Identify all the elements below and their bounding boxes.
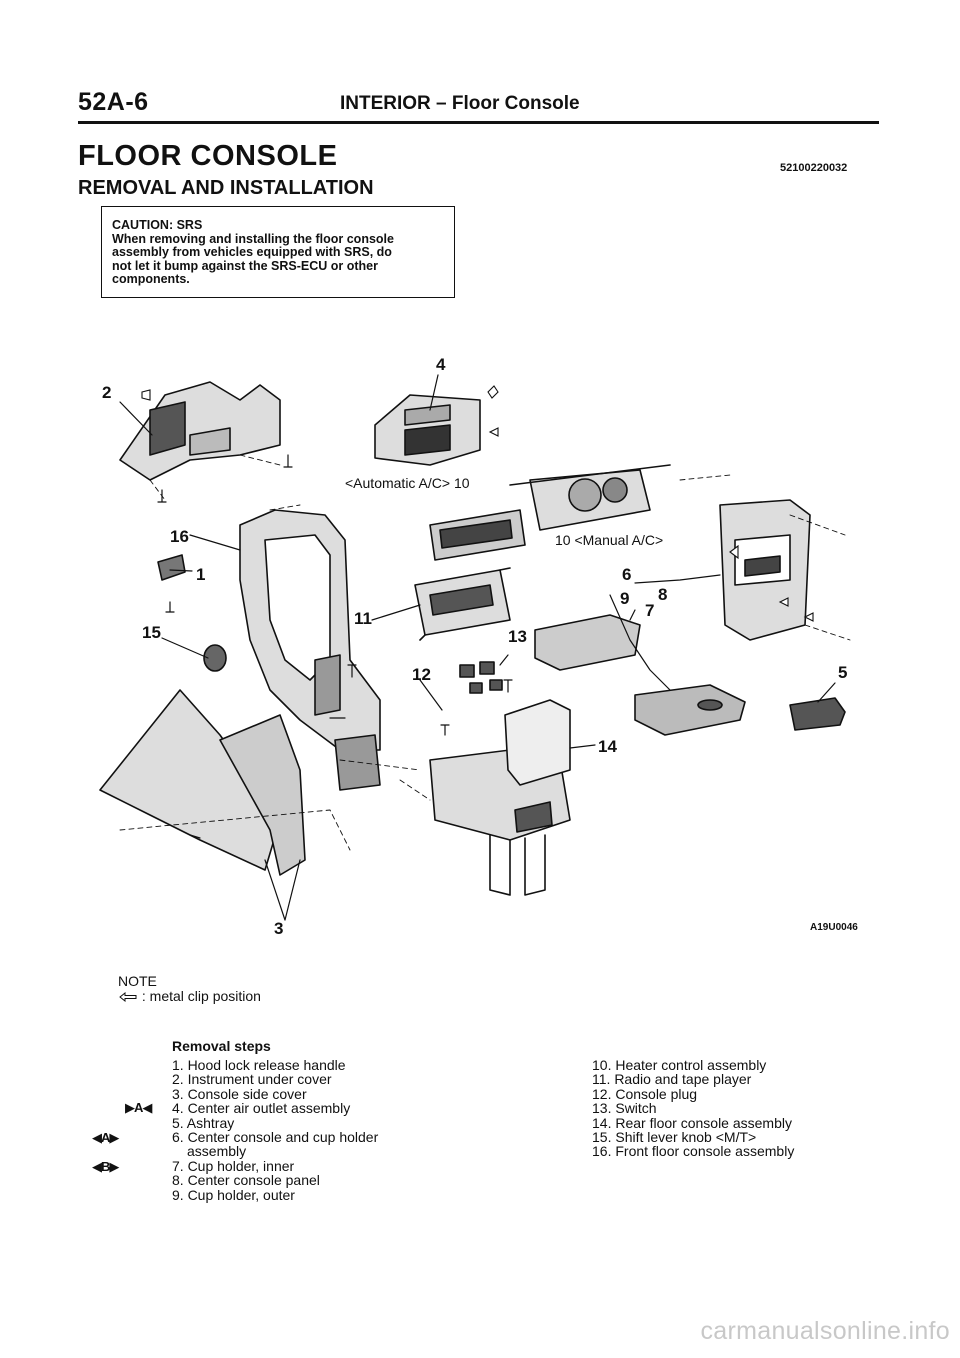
callout-13: 13: [508, 627, 527, 646]
callout-14: 14: [598, 737, 617, 756]
list-item: 7. Cup holder, inner: [172, 1157, 295, 1174]
cup-holder-inner-part: [634, 684, 746, 736]
heater-control-part: [429, 464, 671, 561]
note-heading: NOTE: [118, 973, 157, 989]
caution-box: CAUTION: SRS When removing and installin…: [101, 206, 455, 298]
front-floor-console-part: [239, 509, 381, 751]
caution-line: assembly from vehicles equipped with SRS…: [112, 245, 392, 260]
exploded-view-diagram: 2 4 <Automatic A/C> 10 10 <Manual A/C> 1…: [99, 355, 851, 938]
callout-11: 11: [354, 609, 372, 628]
callout-10-automatic: <Automatic A/C> 10: [345, 475, 470, 491]
note-legend: : metal clip position: [118, 988, 261, 1004]
hood-release-handle-part: [157, 554, 186, 581]
callout-7: 7: [645, 601, 654, 620]
cup-holder-outer-part: [534, 614, 641, 671]
removal-steps-heading: Removal steps: [172, 1038, 271, 1054]
caution-line: not let it bump against the SRS-ECU or o…: [112, 258, 378, 273]
callout-3: 3: [274, 919, 283, 938]
caution-line: CAUTION: SRS: [112, 218, 203, 232]
page-subtitle: REMOVAL AND INSTALLATION: [78, 177, 374, 199]
list-item: 4. Center air outlet assembly: [172, 1100, 351, 1117]
list-item: assembly: [187, 1143, 247, 1160]
callout-2: 2: [102, 383, 111, 402]
list-item: 5. Ashtray: [172, 1114, 235, 1131]
list-item: 9. Cup holder, outer: [172, 1186, 295, 1203]
section-title: INTERIOR – Floor Console: [340, 93, 580, 114]
callout-10-manual: 10 <Manual A/C>: [555, 532, 663, 548]
callout-6: 6: [622, 565, 631, 584]
rear-floor-console-part: [429, 699, 571, 896]
list-item: 13. Switch: [592, 1100, 657, 1117]
list-item: 12. Console plug: [592, 1085, 698, 1102]
callout-8: 8: [658, 585, 667, 604]
page-title: FLOOR CONSOLE: [78, 140, 338, 172]
switch-part: [459, 661, 503, 694]
service-point-marker-a-install: ▶A◀: [125, 1100, 152, 1115]
center-console-panel-part: [719, 499, 811, 641]
callout-4: 4: [436, 355, 446, 374]
dashed-guides: [119, 454, 851, 851]
list-item: 10. Heater control assembly: [592, 1057, 767, 1073]
list-item: 11. Radio and tape player: [592, 1071, 752, 1088]
callout-5: 5: [838, 663, 847, 682]
ashtray-part: [789, 697, 846, 731]
list-item: 6. Center console and cup holder: [172, 1129, 379, 1146]
list-item: 15. Shift lever knob <M/T>: [592, 1129, 757, 1146]
leader-lines: [119, 374, 836, 921]
document-code: 52100220032: [780, 162, 848, 174]
service-point-marker-a-removal: ◀A▶: [92, 1130, 119, 1145]
caution-line: components.: [112, 272, 190, 287]
console-side-cover-part: [99, 689, 306, 876]
note-legend-text: : metal clip position: [141, 988, 261, 1004]
metal-clip-icon-group: [141, 385, 814, 622]
metal-clip-icon: [119, 992, 137, 1003]
callout-12: 12: [412, 665, 431, 684]
shift-knob-part: [203, 644, 227, 672]
callout-15: 15: [142, 623, 161, 642]
radio-part: [414, 567, 511, 641]
callout-16: 16: [170, 527, 189, 546]
center-air-outlet-part: [374, 394, 481, 466]
list-item: 14. Rear floor console assembly: [592, 1114, 792, 1131]
callout-1: 1: [196, 565, 205, 584]
removal-steps-list-1: 1. Hood lock release handle 2. Instrumen…: [172, 1058, 378, 1202]
caution-line: When removing and installing the floor c…: [112, 231, 394, 246]
removal-steps-list-2: 10. Heater control assembly 11. Radio an…: [592, 1058, 794, 1159]
figure-id: A19U0046: [810, 922, 858, 933]
fastener-group: [157, 454, 513, 839]
page-number: 52A-6: [78, 88, 149, 116]
header-rule: [78, 121, 879, 124]
list-item: 16. Front floor console assembly: [592, 1143, 795, 1160]
list-item: 3. Console side cover: [172, 1085, 307, 1102]
service-point-marker-b-removal: ◀B▶: [92, 1159, 119, 1174]
callout-9: 9: [620, 589, 629, 608]
list-item: 2. Instrument under cover: [172, 1071, 332, 1088]
instrument-under-cover-part: [119, 381, 281, 481]
list-item: 1. Hood lock release handle: [172, 1057, 346, 1073]
watermark-link[interactable]: carmanualsonline.info: [700, 1317, 950, 1345]
list-item: 8. Center console panel: [172, 1172, 320, 1189]
